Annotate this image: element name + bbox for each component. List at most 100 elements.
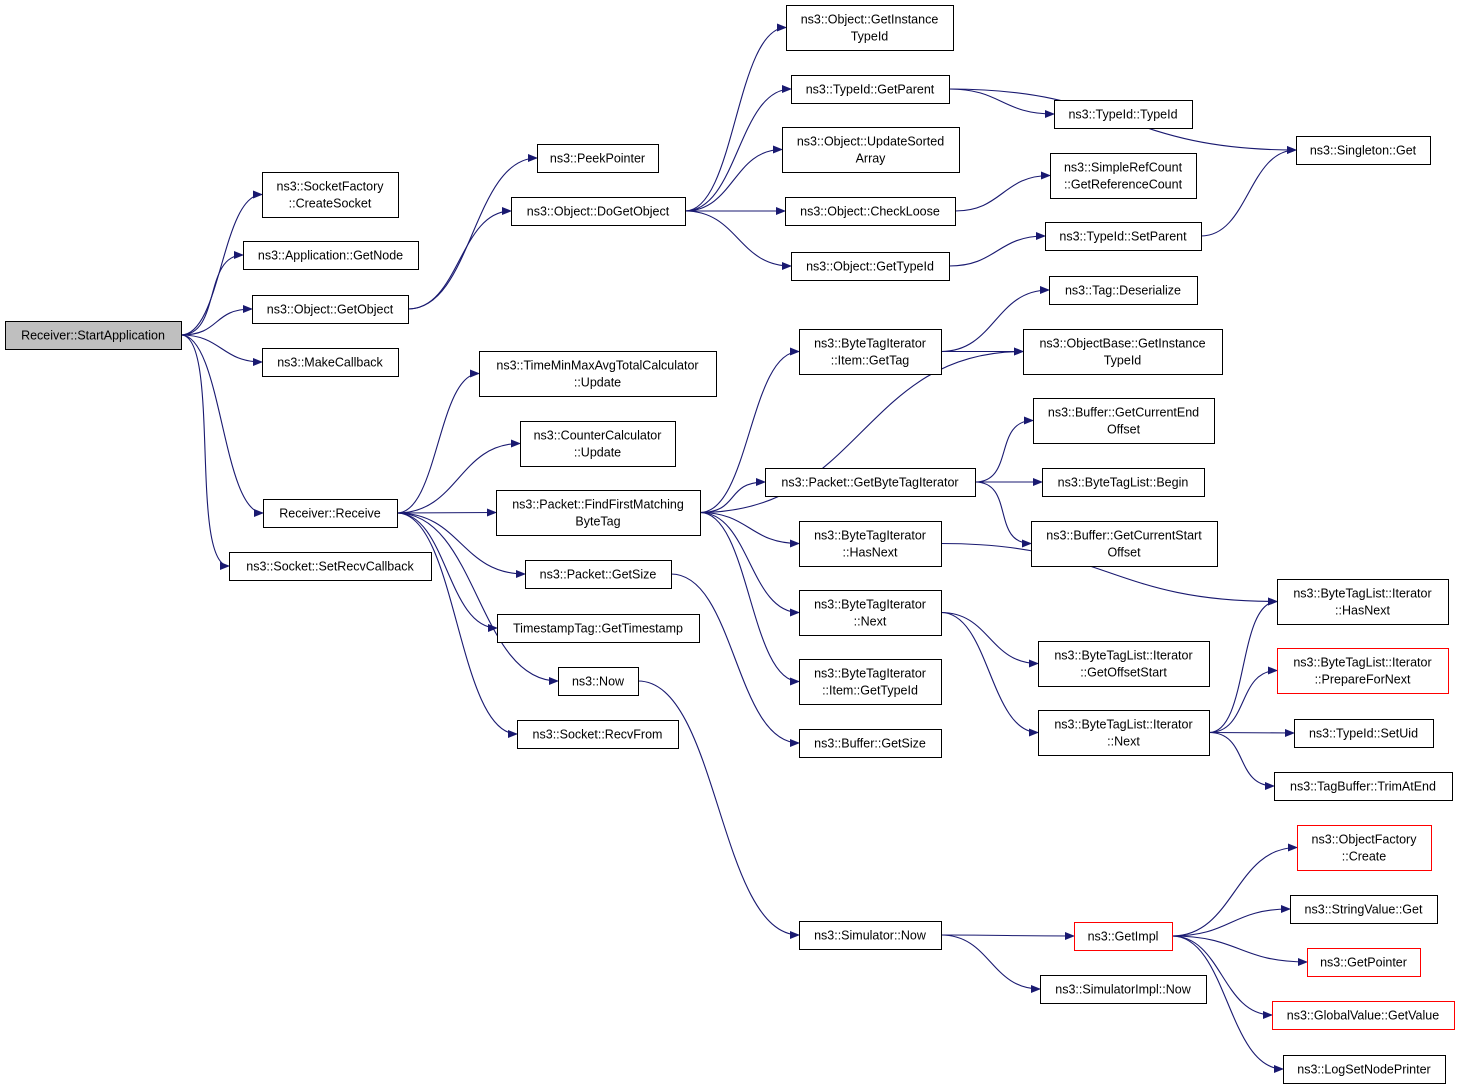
node-label: ns3::Object::DoGetObject (527, 205, 670, 219)
node-itemgettypeid[interactable]: ns3::ByteTagIterator::Item::GetTypeId (799, 659, 942, 705)
edge-btlitnext-to-trimatend (1208, 731, 1275, 790)
edge-getimpl-to-globalvalue (1171, 935, 1273, 1019)
node-setuid[interactable]: ns3::TypeId::SetUid (1294, 719, 1434, 748)
node-getpointer[interactable]: ns3::GetPointer (1307, 948, 1421, 977)
node-label: ns3::TagBuffer::TrimAtEnd (1290, 780, 1436, 794)
edge-findfirst-to-itemgettypeid (699, 511, 800, 686)
node-btlithasnext[interactable]: ns3::ByteTagList::Iterator::HasNext (1277, 579, 1449, 625)
node-label: TimestampTag::GetTimestamp (513, 622, 683, 636)
node-logsetnode[interactable]: ns3::LogSetNodePrinter (1283, 1055, 1446, 1084)
node-getobject[interactable]: ns3::Object::GetObject (252, 295, 409, 324)
node-label: ns3::TypeId::TypeId (1068, 108, 1177, 122)
node-btlitnext[interactable]: ns3::ByteTagList::Iterator::Next (1038, 710, 1210, 756)
node-simplerefcount[interactable]: ns3::SimpleRefCount::GetReferenceCount (1050, 153, 1197, 199)
node-label: ns3::GetPointer (1320, 956, 1407, 970)
node-objfactory[interactable]: ns3::ObjectFactory::Create (1297, 825, 1432, 871)
edge-arrow (948, 88, 1055, 118)
edge-arrow (948, 232, 1046, 267)
node-box (558, 667, 639, 696)
node-itemgettag[interactable]: ns3::ByteTagIterator::Item::GetTag (799, 329, 942, 375)
edge-arrow (699, 511, 800, 548)
node-dogetobject[interactable]: ns3::Object::DoGetObject (511, 197, 686, 226)
node-getimpl[interactable]: ns3::GetImpl (1074, 922, 1173, 951)
node-getbytetagit[interactable]: ns3::Packet::GetByteTagIterator (765, 468, 976, 497)
node-box (1296, 136, 1431, 165)
edge-dogetobject-to-getparent (684, 85, 792, 212)
edge-arrow (637, 680, 800, 939)
node-root[interactable]: Receiver::StartApplication (5, 321, 182, 350)
edge-arrow (396, 369, 480, 514)
edge-btlitnext-to-btlithasnext (1208, 597, 1278, 734)
node-getnode[interactable]: ns3::Application::GetNode (243, 241, 419, 270)
node-label: ::Item::GetTag (831, 354, 910, 368)
node-receive[interactable]: Receiver::Receive (263, 499, 398, 528)
node-gettimestamp[interactable]: TimestampTag::GetTimestamp (497, 614, 700, 643)
node-bthasnext[interactable]: ns3::ByteTagIterator::HasNext (799, 521, 942, 567)
node-stringvalget[interactable]: ns3::StringValue::Get (1290, 895, 1438, 924)
node-box (799, 329, 942, 375)
node-trimatend[interactable]: ns3::TagBuffer::TrimAtEnd (1274, 772, 1453, 801)
edge-root-to-getobject (180, 305, 253, 336)
edge-getimpl-to-getpointer (1171, 935, 1308, 966)
node-checkloose[interactable]: ns3::Object::CheckLoose (785, 197, 956, 226)
node-label: ns3::ByteTagList::Iterator (1054, 649, 1192, 663)
node-now[interactable]: ns3::Now (558, 667, 639, 696)
node-makecallback[interactable]: ns3::MakeCallback (262, 348, 399, 377)
node-label: ns3::ByteTagIterator (814, 337, 926, 351)
edge-arrow (1208, 728, 1295, 737)
node-countercalc[interactable]: ns3::CounterCalculator::Update (520, 421, 676, 467)
edge-arrow (1171, 843, 1298, 937)
node-btlbegin[interactable]: ns3::ByteTagList::Begin (1042, 468, 1205, 497)
node-label: TypeId (851, 30, 889, 44)
node-setrecvcb[interactable]: ns3::Socket::SetRecvCallback (229, 552, 432, 581)
node-bufgetsize[interactable]: ns3::Buffer::GetSize (799, 729, 942, 758)
edge-arrow (940, 542, 1278, 606)
node-label: ns3::TimeMinMaxAvgTotalCalculator (496, 359, 698, 373)
edge-arrow (940, 934, 1041, 993)
node-label: ns3::Buffer::GetSize (814, 737, 926, 751)
edge-arrow (940, 611, 1039, 737)
node-box (496, 490, 701, 536)
node-btlitoffset[interactable]: ns3::ByteTagList::Iterator::GetOffsetSta… (1038, 641, 1210, 687)
node-btnext[interactable]: ns3::ByteTagIterator::Next (799, 590, 942, 636)
node-label: TypeId (1104, 354, 1142, 368)
node-objgettypeid[interactable]: ns3::Object::GetTypeId (791, 252, 950, 281)
node-getparent[interactable]: ns3::TypeId::GetParent (791, 75, 950, 104)
edge-getparent-to-typeid (948, 88, 1055, 118)
edge-arrow (180, 251, 244, 336)
node-label: Offset (1107, 423, 1141, 437)
edge-arrow (670, 573, 800, 747)
edge-simnow-to-getimpl (940, 931, 1075, 940)
node-btlitprep[interactable]: ns3::ByteTagList::Iterator::PrepareForNe… (1277, 648, 1449, 694)
node-tmmatc[interactable]: ns3::TimeMinMaxAvgTotalCalculator::Updat… (479, 351, 717, 397)
edge-arrow (940, 611, 1039, 668)
node-pktgetsize[interactable]: ns3::Packet::GetSize (525, 560, 672, 589)
node-tagdeser[interactable]: ns3::Tag::Deserialize (1049, 276, 1198, 305)
node-label: ns3::Object::GetInstance (801, 13, 939, 27)
node-box (517, 720, 679, 749)
node-simnow[interactable]: ns3::Simulator::Now (799, 921, 942, 950)
node-globalvalue[interactable]: ns3::GlobalValue::GetValue (1272, 1001, 1455, 1030)
node-peekpointer[interactable]: ns3::PeekPointer (537, 144, 659, 173)
edge-bthasnext-to-btlithasnext (940, 542, 1278, 606)
edge-root-to-receive (180, 334, 264, 517)
node-label: ::Next (854, 615, 887, 629)
edge-dogetobject-to-updatesorted (684, 145, 783, 212)
node-simimplnow[interactable]: ns3::SimulatorImpl::Now (1040, 975, 1207, 1004)
node-recvfrom[interactable]: ns3::Socket::RecvFrom (517, 720, 679, 749)
node-label: ::Item::GetTypeId (822, 684, 918, 698)
node-socketfactory[interactable]: ns3::SocketFactory::CreateSocket (262, 172, 399, 218)
edge-arrow (396, 508, 497, 517)
node-label: ns3::Object::UpdateSorted (797, 135, 944, 149)
nodes-layer: Receiver::StartApplication ns3::SocketFac… (5, 5, 1455, 1084)
node-singletonget[interactable]: ns3::Singleton::Get (1296, 136, 1431, 165)
node-typeid[interactable]: ns3::TypeId::TypeId (1054, 100, 1193, 129)
edge-arrow (940, 286, 1050, 353)
node-setparent[interactable]: ns3::TypeId::SetParent (1045, 222, 1202, 251)
